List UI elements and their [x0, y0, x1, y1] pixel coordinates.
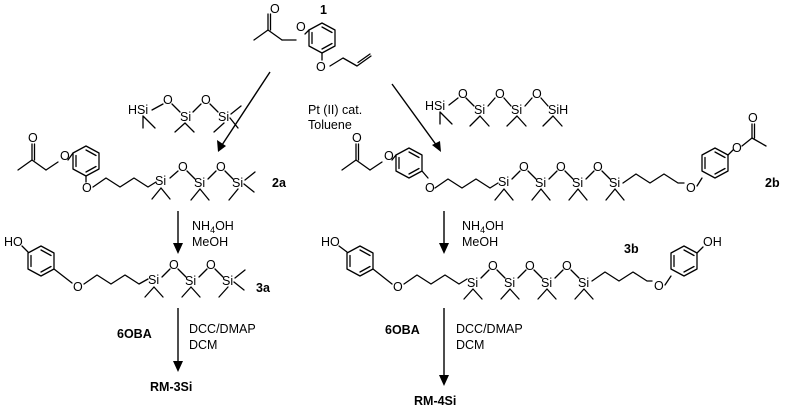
ether-oxygen: O: [686, 181, 696, 195]
siloxane-oxygen: O: [206, 258, 216, 272]
silicon-atom: Si: [180, 110, 191, 124]
siloxane-oxygen: O: [163, 93, 173, 107]
base-text: NH4OH: [192, 219, 234, 235]
hydrosilane-group: HSi: [128, 103, 148, 117]
compound-1-structure: 1 O O O: [253, 2, 372, 74]
silicon-atom: Si: [155, 174, 166, 188]
ester-oxygen: O: [748, 111, 758, 125]
ether-oxygen: O: [73, 280, 83, 294]
ester-oxygen: O: [352, 131, 362, 145]
siloxane-oxygen: O: [458, 87, 468, 101]
product-rm4si-label: RM-4Si: [414, 394, 456, 408]
base-text: NH4OH: [462, 219, 504, 235]
silicon-atom: Si: [498, 175, 509, 189]
coupling-text: DCC/DMAP: [456, 322, 523, 336]
compound-3a-label: 3a: [256, 281, 271, 295]
ether-oxygen: O: [393, 280, 403, 294]
compound-3b-label: 3b: [624, 242, 639, 256]
hydroxyl-group: HO: [4, 235, 23, 249]
ester-oxygen: O: [60, 149, 70, 163]
silicon-atom: Si: [504, 276, 515, 290]
compound-2b-structure: O O O Si O Si O Si O Si O O O: [341, 111, 780, 201]
catalyst-text: Pt (II) cat.: [308, 103, 362, 117]
arrow-2b-to-3b: [439, 211, 449, 254]
ester-oxygen: O: [28, 131, 38, 145]
silicon-atom: Si: [474, 103, 485, 117]
silicon-atom: Si: [578, 276, 589, 290]
arrow-1-to-2a: [217, 71, 271, 152]
hydroxyl-group: HO: [321, 235, 340, 249]
compound-3b-structure: HO O Si O Si O Si O Si O OH 3b: [321, 235, 722, 300]
siloxane-oxygen: O: [532, 87, 542, 101]
coupling-solvent-text: DCM: [456, 338, 484, 352]
compound-1-label: 1: [320, 3, 327, 17]
acid-text: 6OBA: [385, 323, 420, 337]
silicon-atom: Si: [572, 176, 583, 190]
tetrasiloxane-reagent: HSi O Si O Si O SiH: [425, 87, 568, 127]
compound-2a-label: 2a: [272, 176, 287, 190]
trisiloxane-reagent: HSi O Si O Si: [128, 93, 242, 133]
siloxane-oxygen: O: [519, 160, 529, 174]
siloxane-oxygen: O: [556, 160, 566, 174]
compound-2b-label: 2b: [765, 176, 780, 190]
silicon-atom: Si: [467, 276, 478, 290]
silicon-atom: Si: [232, 176, 243, 190]
compound-3a-structure: HO O Si O Si O Si 3a: [4, 235, 271, 298]
ester-oxygen: O: [384, 149, 394, 163]
silicon-atom: Si: [222, 274, 233, 288]
silicon-atom: Si: [541, 276, 552, 290]
ester-oxygen: O: [732, 141, 742, 155]
base-solvent-text: MeOH: [192, 235, 228, 249]
solvent-text: Toluene: [308, 118, 352, 132]
silicon-atom: Si: [185, 274, 196, 288]
coupling-text: DCC/DMAP: [189, 322, 256, 336]
ether-oxygen: O: [654, 279, 664, 293]
arrow-1-to-2b: [391, 83, 441, 152]
base-solvent-text: MeOH: [462, 235, 498, 249]
siloxane-oxygen: O: [562, 259, 572, 273]
siloxane-oxygen: O: [495, 87, 505, 101]
ether-oxygen: O: [82, 181, 92, 195]
siloxane-oxygen: O: [178, 160, 188, 174]
hydroxyl-group: OH: [703, 235, 722, 249]
arrow-3a-to-rm3si: [173, 308, 183, 372]
ether-oxygen: O: [316, 60, 326, 74]
ether-oxygen: O: [425, 181, 435, 195]
ester-oxygen: O: [296, 20, 306, 34]
silicon-atom: Si: [535, 176, 546, 190]
product-rm3si-label: RM-3Si: [150, 380, 192, 394]
hydrosilane-group: HSi: [425, 99, 445, 113]
ester-oxygen: O: [270, 2, 280, 16]
arrow-2a-to-3a: [173, 211, 183, 254]
silicon-atom: Si: [218, 110, 229, 124]
silicon-atom: Si: [194, 176, 205, 190]
siloxane-oxygen: O: [169, 258, 179, 272]
silicon-atom: Si: [511, 103, 522, 117]
siloxane-oxygen: O: [216, 160, 226, 174]
coupling-solvent-text: DCM: [189, 338, 217, 352]
silicon-atom: Si: [148, 273, 159, 287]
hydrosilane-group: SiH: [548, 103, 568, 117]
siloxane-oxygen: O: [488, 259, 498, 273]
acid-text: 6OBA: [117, 327, 152, 341]
siloxane-oxygen: O: [593, 160, 603, 174]
silicon-atom: Si: [609, 176, 620, 190]
siloxane-oxygen: O: [201, 93, 211, 107]
arrow-3b-to-rm4si: [439, 308, 449, 386]
compound-2a-structure: O O O Si O Si O Si 2a: [17, 131, 287, 201]
siloxane-oxygen: O: [525, 259, 535, 273]
